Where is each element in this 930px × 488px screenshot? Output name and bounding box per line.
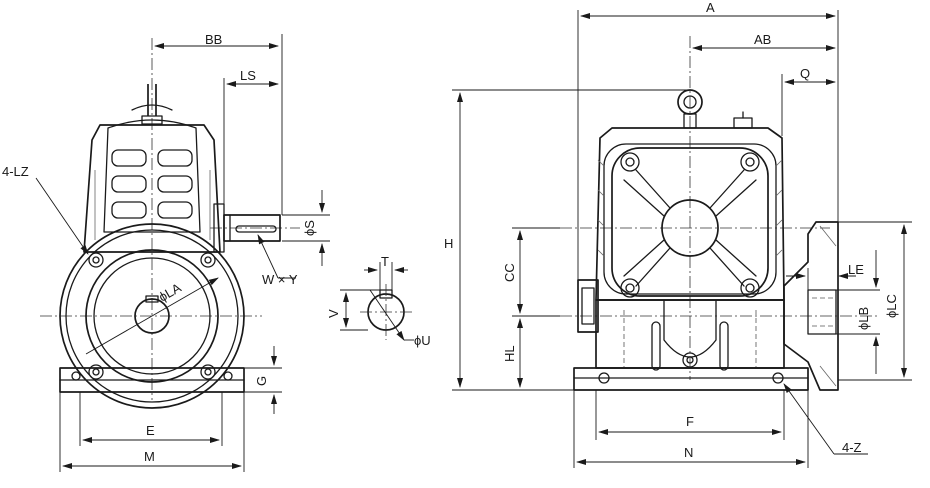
label-T: T — [381, 254, 389, 269]
label-4-Z: 4-Z — [842, 440, 862, 455]
end-view-dimensions: BB LS ϕS W × Y 4-LZ ϕLA G E M — [2, 32, 330, 472]
label-A: A — [706, 0, 715, 15]
shaft-key-detail: T V ϕU — [326, 254, 431, 348]
label-E: E — [146, 423, 155, 438]
label-S: ϕS — [302, 220, 317, 236]
label-M: M — [144, 449, 155, 464]
label-G: G — [254, 376, 269, 386]
label-HL: HL — [502, 345, 517, 362]
label-H: H — [444, 236, 453, 251]
front-view — [520, 36, 880, 391]
label-LB: ϕLB — [856, 307, 871, 330]
label-LC: ϕLC — [884, 294, 899, 318]
end-view — [40, 38, 300, 409]
front-view-dimensions: A AB Q H CC HL F N 4-Z — [444, 0, 912, 468]
label-N: N — [684, 445, 693, 460]
label-Q: Q — [800, 66, 810, 81]
label-4-LZ: 4-LZ — [2, 164, 29, 179]
label-WxY: W × Y — [262, 272, 298, 287]
label-F: F — [686, 414, 694, 429]
label-CC: CC — [502, 263, 517, 282]
label-U: ϕU — [414, 333, 431, 348]
label-V: V — [326, 309, 341, 318]
label-AB: AB — [754, 32, 771, 47]
label-BB: BB — [205, 32, 222, 47]
label-LE: LE — [848, 262, 864, 277]
label-LS: LS — [240, 68, 256, 83]
